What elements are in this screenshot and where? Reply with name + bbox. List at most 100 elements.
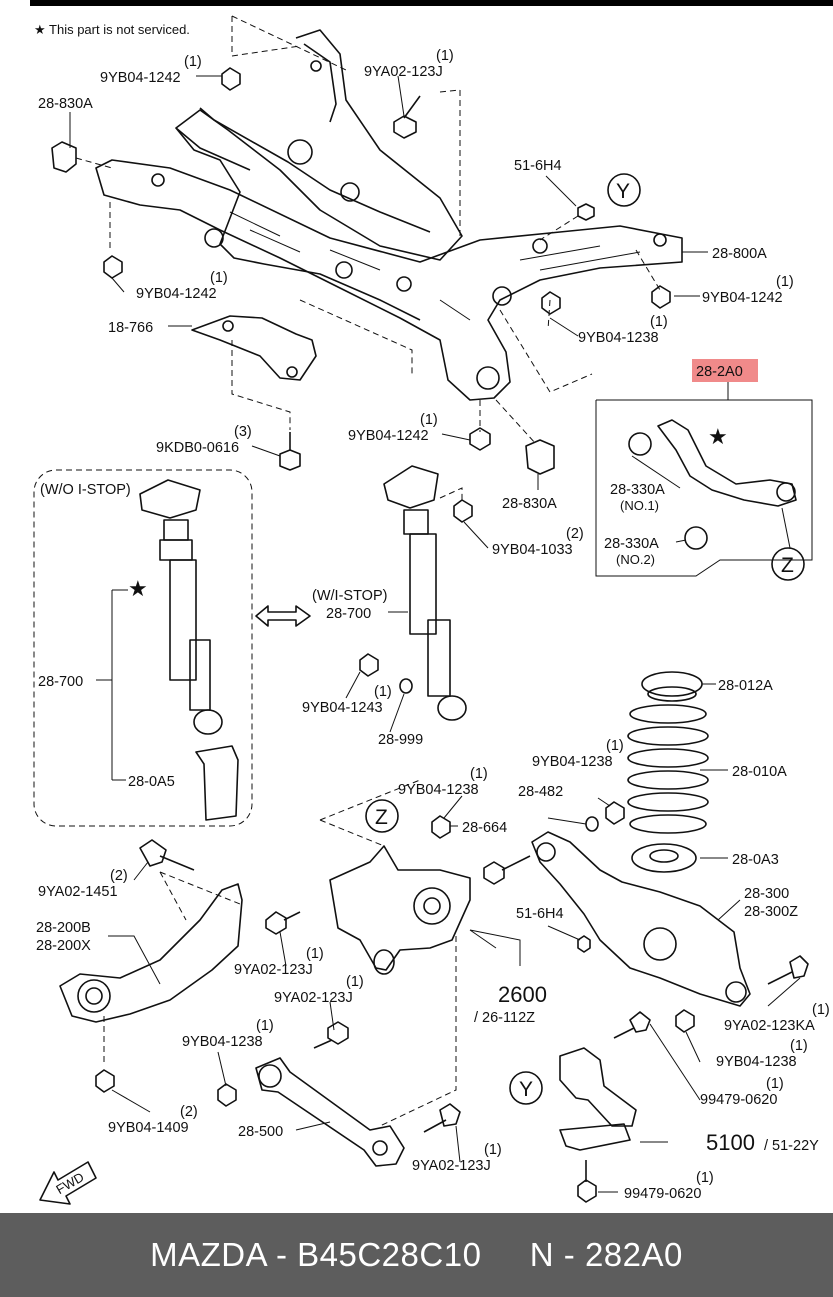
label-99479-0620-b[interactable]: 99479-0620 xyxy=(624,1186,701,1202)
clip-28-830a-top xyxy=(51,141,77,173)
label-qty-9yb04-1238-d: (1) xyxy=(256,1018,274,1034)
label-9yb04-1238-d[interactable]: 9YB04-1238 xyxy=(182,1034,263,1050)
coil-spring-stack xyxy=(627,671,709,873)
wo-istop-group xyxy=(33,469,253,827)
label-no2: (NO.2) xyxy=(616,552,655,567)
label-9yb04-1238-a[interactable]: 9YB04-1238 xyxy=(578,330,659,346)
label-9yb04-1242-d[interactable]: 9YB04-1242 xyxy=(348,428,429,444)
label-18-766[interactable]: 18-766 xyxy=(108,320,153,336)
label-28-800a[interactable]: 28-800A xyxy=(712,246,767,262)
label-28-830a-lower[interactable]: 28-830A xyxy=(502,496,557,512)
label-9yb04-1033[interactable]: 9YB04-1033 xyxy=(492,542,573,558)
footer-spacer xyxy=(481,1236,529,1274)
label-qty-9ya02-1451: (2) xyxy=(110,868,128,884)
label-28-700-wo[interactable]: 28-700 xyxy=(38,674,83,690)
label-9kdb0-0616[interactable]: 9KDB0-0616 xyxy=(156,440,239,456)
arm-28-200b xyxy=(59,871,243,1066)
label-99479-0620-a[interactable]: 99479-0620 xyxy=(700,1092,777,1108)
fasteners-top xyxy=(103,67,671,523)
label-9yb04-1409[interactable]: 9YB04-1409 xyxy=(108,1120,189,1136)
label-qty-9yb04-1242-c: (1) xyxy=(776,274,794,290)
label-qty-9ya02-123j-b: (1) xyxy=(306,946,324,962)
label-qty-9kdb0-0616: (3) xyxy=(234,424,252,440)
footer-part-number: MAZDA - B45C28C10 xyxy=(150,1236,482,1273)
label-9ya02-123j-d[interactable]: 9YA02-123J xyxy=(412,1158,491,1174)
lower-arm-28-300 xyxy=(531,831,751,1007)
label-y-lower: Y xyxy=(519,1078,533,1101)
label-qty-9ya02-123j-d: (1) xyxy=(484,1142,502,1158)
label-qty-9yb04-1409: (2) xyxy=(180,1104,198,1120)
label-5100[interactable]: 5100 xyxy=(706,1130,755,1155)
label-qty-9yb04-1242-d: (1) xyxy=(420,412,438,428)
label-qty-9yb04-1238-a: (1) xyxy=(650,314,668,330)
label-51-6h4-lower[interactable]: 51-6H4 xyxy=(516,906,564,922)
knuckle-2600 xyxy=(319,779,521,1127)
label-28-700-wi[interactable]: 28-700 xyxy=(326,606,371,622)
label-28-0a5[interactable]: 28-0A5 xyxy=(128,774,175,790)
star-icon-shock: ★ xyxy=(128,576,148,601)
highlight-28-2a0[interactable] xyxy=(692,359,758,382)
label-28-200x[interactable]: 28-200X xyxy=(36,938,91,954)
label-qty-9yb04-1242-a: (1) xyxy=(184,54,202,70)
fasteners-lower xyxy=(95,801,809,1203)
link-28-500 xyxy=(255,1057,405,1167)
label-51-22y[interactable]: / 51-22Y xyxy=(764,1138,819,1154)
bracket-18-766 xyxy=(191,315,317,381)
label-z-lower: Z xyxy=(375,806,388,829)
label-wo-istop: (W/O I-STOP) xyxy=(40,482,131,498)
label-qty-99479-0620-a: (1) xyxy=(766,1076,784,1092)
label-qty-9yb04-1242-b: (1) xyxy=(210,270,228,286)
label-z-detail: Z xyxy=(781,554,794,577)
label-28-330a-no1[interactable]: 28-330A xyxy=(610,482,665,498)
label-28-330a-no2[interactable]: 28-330A xyxy=(604,536,659,552)
label-28-500[interactable]: 28-500 xyxy=(238,1124,283,1140)
callout-y-lower[interactable] xyxy=(509,1071,543,1105)
label-28-0a3[interactable]: 28-0A3 xyxy=(732,852,779,868)
label-28-012a[interactable]: 28-012A xyxy=(718,678,773,694)
label-qty-99479-0620-b: (1) xyxy=(696,1170,714,1186)
leader-lines xyxy=(69,75,801,1193)
label-qty-9yb04-1243: (1) xyxy=(374,684,392,700)
label-28-010a[interactable]: 28-010A xyxy=(732,764,787,780)
label-26-112z[interactable]: / 26-112Z xyxy=(474,1010,535,1026)
crossmember-dash-lines xyxy=(75,15,661,500)
callout-z-detail[interactable] xyxy=(771,547,805,581)
label-51-6h4-top[interactable]: 51-6H4 xyxy=(514,158,562,174)
crossmember-drawing xyxy=(95,29,683,401)
label-9ya02-123j-c[interactable]: 9YA02-123J xyxy=(274,990,353,1006)
shock-right xyxy=(359,465,467,721)
label-28-482[interactable]: 28-482 xyxy=(518,784,563,800)
footer-diagram-code: N - 282A0 xyxy=(529,1236,683,1273)
label-2600[interactable]: 2600 xyxy=(498,982,547,1007)
label-no1: (NO.1) xyxy=(620,498,659,513)
label-9ya02-123ka[interactable]: 9YA02-123KA xyxy=(724,1018,815,1034)
sensor-5100 xyxy=(559,1047,637,1151)
label-9ya02-123j-b[interactable]: 9YA02-123J xyxy=(234,962,313,978)
label-28-999[interactable]: 28-999 xyxy=(378,732,423,748)
label-9yb04-1238-b[interactable]: 9YB04-1238 xyxy=(532,754,613,770)
label-9yb04-1242-a[interactable]: 9YB04-1242 xyxy=(100,70,181,86)
label-9ya02-1451[interactable]: 9YA02-1451 xyxy=(38,884,118,900)
label-9yb04-1238-c[interactable]: 9YB04-1238 xyxy=(398,782,479,798)
label-qty-9ya02-123j-a: (1) xyxy=(436,48,454,64)
label-9yb04-1242-c[interactable]: 9YB04-1242 xyxy=(702,290,783,306)
shock-left xyxy=(111,479,239,821)
label-9ya02-123j-a[interactable]: 9YA02-123J xyxy=(364,64,443,80)
label-qty-9yb04-1033: (2) xyxy=(566,526,584,542)
label-9yb04-1243[interactable]: 9YB04-1243 xyxy=(302,700,383,716)
label-28-830a-top[interactable]: 28-830A xyxy=(38,96,93,112)
label-28-200b[interactable]: 28-200B xyxy=(36,920,91,936)
label-qty-9ya02-123ka: (1) xyxy=(812,1002,830,1018)
top-border xyxy=(30,0,833,6)
label-28-664[interactable]: 28-664 xyxy=(462,820,507,836)
label-28-300z[interactable]: 28-300Z xyxy=(744,904,798,920)
callout-z-lower[interactable] xyxy=(365,799,399,833)
label-y-upper: Y xyxy=(616,180,630,203)
parts-diagram: ★ This part is not serviced. (1) 9YB04-1… xyxy=(33,15,830,1205)
label-28-2a0[interactable]: 28-2A0 xyxy=(696,364,743,380)
callout-y-upper[interactable] xyxy=(607,173,641,207)
label-28-300[interactable]: 28-300 xyxy=(744,886,789,902)
label-9yb04-1242-b[interactable]: 9YB04-1242 xyxy=(136,286,217,302)
label-qty-9yb04-1238-e: (1) xyxy=(790,1038,808,1054)
label-9yb04-1238-e[interactable]: 9YB04-1238 xyxy=(716,1054,797,1070)
